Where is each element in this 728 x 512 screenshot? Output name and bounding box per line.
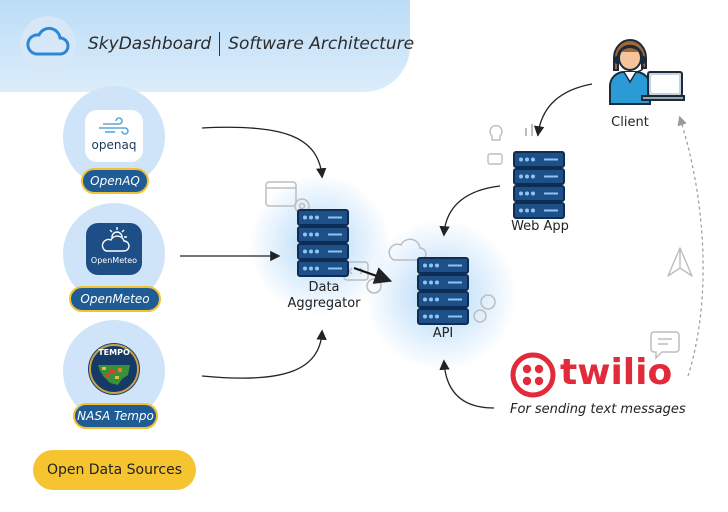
page-subtitle: Software Architecture (228, 34, 415, 54)
chat-icon (650, 331, 680, 360)
tempo-map-icon (89, 344, 139, 394)
arrow-twilio-to-api (439, 359, 495, 409)
open-data-sources-label: Open Data Sources (33, 450, 196, 490)
twilio-mark-icon (510, 352, 556, 398)
twilio-caption: For sending text messages (510, 402, 686, 417)
app-name: SkyDashboard (88, 34, 212, 54)
webapp-server-icon (513, 151, 565, 219)
aggregator-label-line2: Aggregator (287, 296, 361, 311)
openaq-logo: openaq (85, 110, 143, 162)
page-title: SkyDashboard Software Architecture (88, 32, 414, 56)
sun-cloud-icon (101, 227, 130, 252)
tempo-logo: TEMPO (88, 343, 140, 395)
title-divider (219, 32, 221, 56)
aggregator-label: Data Aggregator (282, 280, 366, 312)
arrow-twilio-to-client-dashed (677, 115, 704, 377)
openmeteo-logo: OpenMeteo (86, 223, 142, 275)
person-laptop-icon (609, 39, 685, 105)
paper-plane-icon (667, 247, 693, 277)
client-label: Client (611, 115, 649, 130)
api-label: API (432, 326, 454, 341)
arrow-aggregator-to-api (353, 266, 393, 284)
api-server-icon (417, 257, 469, 325)
arrow-tempo-to-aggregator (201, 329, 327, 379)
source-pill-openaq: OpenAQ (81, 168, 149, 194)
tempo-logo-text: TEMPO (98, 348, 130, 357)
arrow-webapp-to-api (439, 185, 501, 237)
cloud-icon (26, 26, 70, 56)
gears-icon (473, 294, 496, 323)
arrow-openaq-to-aggregator (201, 126, 327, 179)
cloud-outline-icon (388, 238, 427, 261)
twilio-logo: twilio (510, 352, 673, 400)
arrow-client-to-webapp (533, 83, 593, 137)
source-pill-openmeteo: OpenMeteo (69, 286, 161, 312)
webapp-label: Web App (511, 219, 569, 234)
openmeteo-logo-text: OpenMeteo (90, 256, 138, 265)
twilio-wordmark: twilio (560, 352, 673, 393)
openaq-wind-icon (99, 117, 129, 135)
openaq-logo-text: openaq (91, 138, 137, 152)
aggregator-server-icon (297, 209, 349, 277)
aggregator-label-line1: Data (308, 280, 340, 295)
source-pill-nasa-tempo: NASA Tempo (73, 403, 158, 429)
header-banner: SkyDashboard Software Architecture (0, 0, 414, 92)
cloud-badge (20, 16, 76, 72)
